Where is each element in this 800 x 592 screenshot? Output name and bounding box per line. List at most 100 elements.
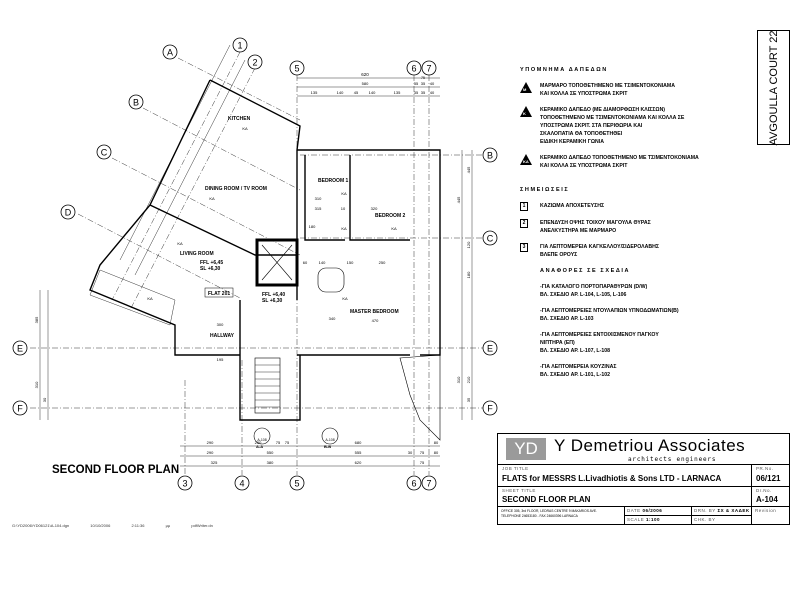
drawn-by-label: DRN. BY — [694, 508, 716, 513]
grid-label-6: 6 — [411, 479, 416, 489]
drawn-by-value: ΣΧ & ΧΑΔΕΚ — [717, 508, 750, 513]
sl-hall: SL +6,30 — [262, 298, 283, 304]
legend-heading: ΥΠΟΜΝΗΜΑ ΔΑΠΕΔΩΝ — [520, 67, 608, 73]
grid-label-E: E — [487, 344, 493, 354]
grid-label-5: 5 — [294, 479, 299, 489]
dim-bottom: 290 — [207, 450, 214, 455]
reference-line: ΝΙΠΤΗΡΑ (ΕΠ) — [540, 340, 575, 346]
section-b-b: B-B — [324, 444, 331, 449]
date-value: 06/2006 — [642, 508, 663, 513]
note-number-box: 3 — [520, 243, 540, 259]
dim-bottom: 75 — [420, 460, 425, 465]
dim-bottom: 80 — [434, 450, 439, 455]
grid-label-E: E — [17, 344, 23, 354]
note-line: ΒΛΕΠΕ ΟΡΟΥΣ — [540, 252, 578, 258]
dim-interior: 60 — [303, 260, 308, 265]
grid-bubble-B — [482, 147, 498, 163]
phone-line: TELEPHONE 24653180 - FAX 24660396 LARNAC… — [501, 514, 578, 518]
dim-interior: 140 — [319, 260, 326, 265]
date-label: DATE — [627, 508, 641, 513]
balcony — [399, 354, 441, 441]
floor-tag: KA — [341, 191, 347, 196]
sheet-title-label: SHEET TITLE — [502, 488, 536, 493]
grid-label-6: 6 — [411, 64, 416, 74]
grid-bubble-5 — [289, 475, 305, 491]
dim-interior: 320 — [371, 206, 378, 211]
dim-left: 30 — [42, 397, 47, 402]
staircase — [254, 357, 281, 414]
dim-right: 120 — [466, 241, 471, 248]
file-footer: G:\YD2006\YD06121\A-104.dgn 10/10/2006 2… — [12, 523, 213, 528]
floor-symbol-code: M — [523, 87, 527, 92]
sl-living: SL +6,30 — [200, 266, 221, 272]
grid-label-2: 2 — [252, 58, 257, 68]
dim-top: 35 — [414, 81, 419, 86]
grid-label-7: 7 — [426, 64, 431, 74]
firm-logo: YD — [506, 438, 546, 460]
reference-line: ΒΛ. ΣΧΕΔΙΟ ΑΡ. L-107, L-108 — [540, 348, 610, 354]
legend-line: ΤΟΠΟΘΕΤΗΜΕΝΟ ΜΕ ΤΣΙΜΕΝΤΟΚΟΝΙΑΜΑ ΚΑΙ ΚΟΛΛ… — [540, 115, 685, 121]
grid-label-B: B — [487, 151, 493, 161]
reference-item: -ΓΙΑ ΛΕΠΤΟΜΕΡΕΙΕΣ ΝΤΟΥΛΑΠΙΩΝ ΥΠΝΟΔΩΜΑΤΙΩ… — [540, 307, 750, 323]
scale-label: SCALE — [627, 517, 645, 522]
grid-label-1: 1 — [237, 41, 242, 51]
title-block: YD Y Demetriou Associates architects eng… — [497, 433, 790, 525]
sheet-title: SECOND FLOOR PLAN — [502, 495, 591, 504]
elevator-shaft — [255, 238, 299, 287]
dim-right: 35 — [466, 397, 471, 402]
checked-by-label: CHK. BY — [694, 517, 716, 522]
reference-line: -ΓΙΑ ΚΑΤΑΛΟΓΟ ΠΟΡΤΟΠΑΡΑΘΥΡΩΝ (D/W) — [540, 284, 648, 290]
grid-label-4: 4 — [239, 479, 244, 489]
flat-label: FLAT 201 — [208, 291, 230, 297]
note-number: 3 — [520, 243, 528, 252]
grid-bubble-F — [12, 400, 28, 416]
dim-top: 140 — [337, 90, 344, 95]
footer-time: 2:11:36 μμ — [131, 523, 171, 528]
legend-line: ΜΑΡΜΑΡΟ ΤΟΠΟΘΕΤΗΜΕΝΟ ΜΕ ΤΣΙΜΕΝΤΟΚΟΝΙΑΜΑ — [540, 83, 675, 89]
dim-top: 620 — [361, 72, 369, 77]
dim-interior: 180 — [309, 224, 316, 229]
grid-bubble-7 — [421, 60, 437, 76]
project-number: 06/121 — [756, 474, 781, 483]
dim-interior: 250 — [379, 260, 386, 265]
grid-bubble-7 — [421, 475, 437, 491]
job-title-label: JOB TITLE — [502, 466, 529, 471]
dim-interior: 310 — [315, 196, 322, 201]
section-a-a: A-A — [256, 444, 263, 449]
drawing-number-label: Dr.No. — [756, 488, 772, 493]
firm-subtitle: architects engineers — [628, 456, 717, 463]
note-line: ΑΝΕΛΚΥΣΤΗΡΑ ΜΕ ΜΑΡΜΑΡΟ — [540, 228, 617, 234]
floor-tag: KA — [341, 226, 347, 231]
grid-bubble-E — [12, 340, 28, 356]
dim-right: 445 — [466, 166, 471, 173]
grid-bubble-1 — [232, 37, 248, 53]
grid-label-C: C — [101, 148, 108, 158]
dim-bottom: 80 — [434, 440, 439, 445]
dim-top: 40 — [430, 90, 435, 95]
drawing-number: A-104 — [756, 495, 778, 504]
dim-bottom: 680 — [355, 440, 362, 445]
triangle-icon: KA — [520, 154, 532, 165]
floor-symbol-icon: M — [520, 82, 540, 98]
dim-interior: 10 — [341, 206, 346, 211]
grid-label-5: 5 — [294, 64, 299, 74]
grid-label-C: C — [487, 234, 494, 244]
footer-date: 10/10/2006 — [90, 523, 111, 528]
grid-label-B: B — [133, 98, 139, 108]
grid-label-A: A — [167, 48, 173, 58]
dim-bottom: 75 — [285, 440, 290, 445]
reference-line: ΒΛ. ΣΧΕΔΙΟ ΑΡ. L-103 — [540, 316, 594, 322]
firm-name: Y Demetriou Associates — [554, 436, 746, 455]
floor-symbol-code: K — [523, 111, 526, 116]
dim-bottom: 620 — [355, 460, 362, 465]
grid-bubble-A — [162, 44, 178, 60]
dim-right: 310 — [456, 376, 461, 383]
reference-line: ΒΛ. ΣΧΕΔΙΟ ΑΡ. L-104, L-105, L-106 — [540, 292, 627, 298]
dim-top: 135 — [311, 90, 318, 95]
dim-top: 35 — [421, 81, 426, 86]
